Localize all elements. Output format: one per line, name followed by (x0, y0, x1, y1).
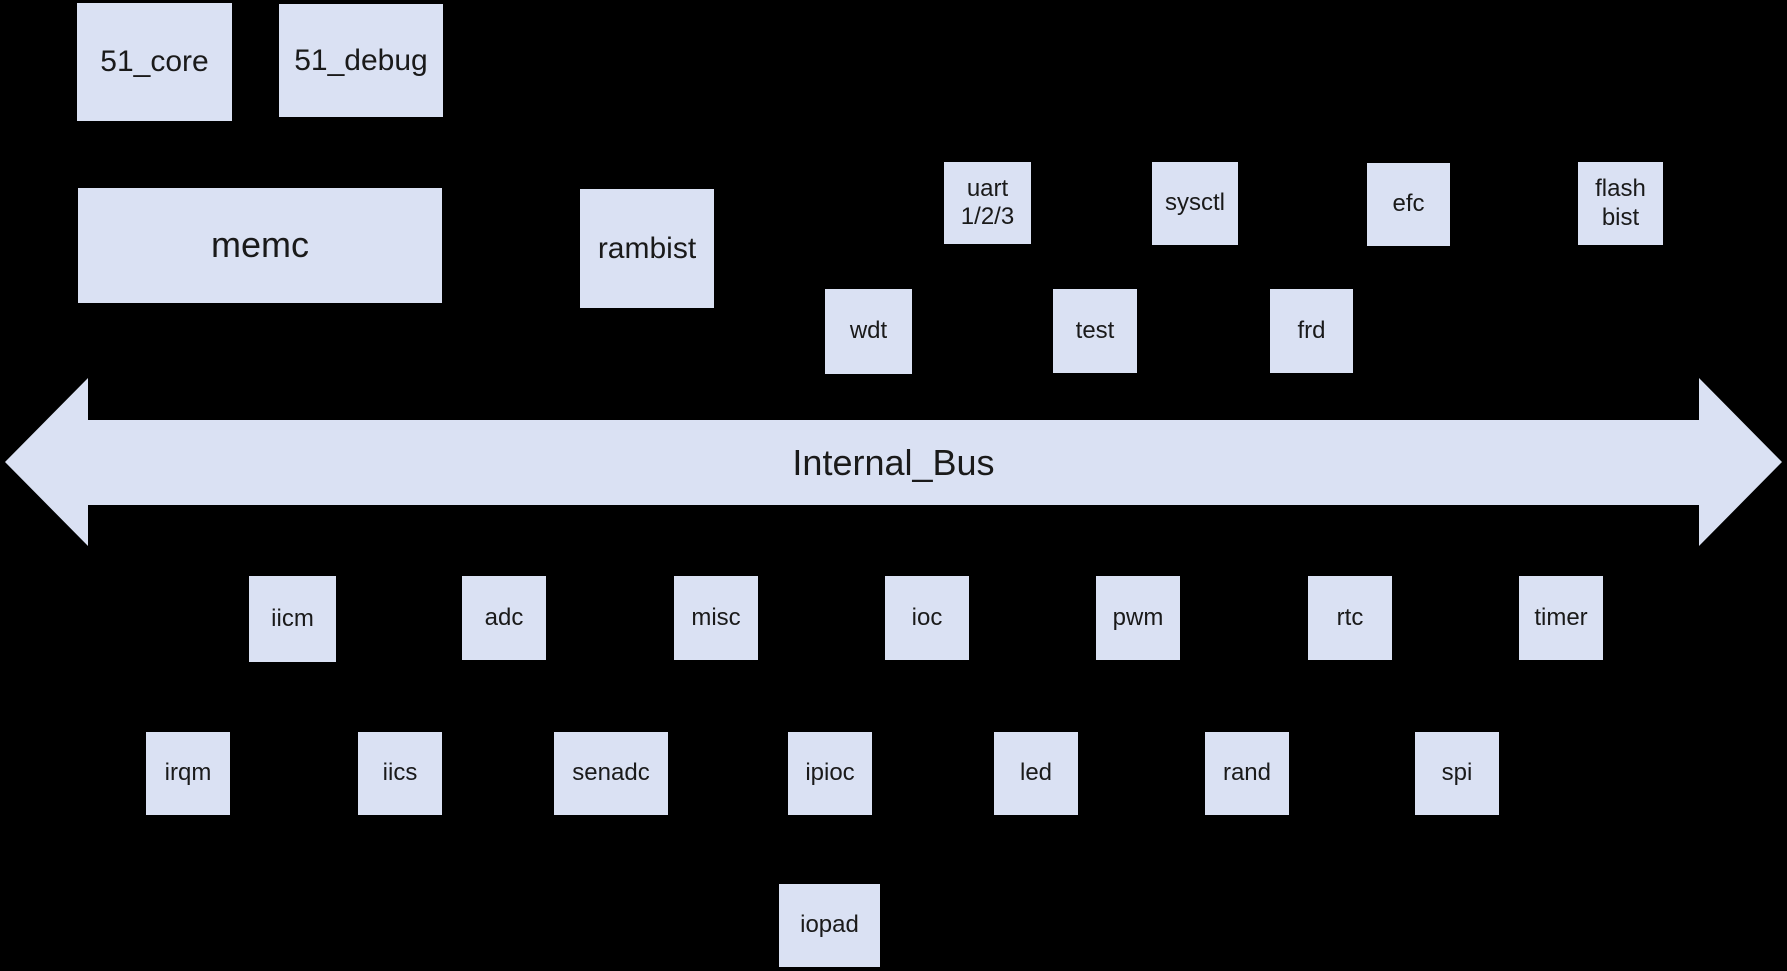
block-iopad: iopad (779, 884, 880, 967)
block-misc: misc (674, 576, 758, 660)
block-ioc: ioc (885, 576, 969, 660)
block-51-debug: 51_debug (279, 4, 443, 117)
block-51-core: 51_core (77, 3, 232, 121)
block-uart: uart 1/2/3 (944, 162, 1031, 244)
block-rand: rand (1205, 732, 1289, 815)
block-rtc: rtc (1308, 576, 1392, 660)
block-pwm: pwm (1096, 576, 1180, 660)
block-wdt: wdt (825, 289, 912, 374)
block-led: led (994, 732, 1078, 815)
block-rambist: rambist (580, 189, 714, 308)
block-ipioc: ipioc (788, 732, 872, 815)
block-iicm: iicm (249, 576, 336, 662)
block-memc: memc (78, 188, 442, 303)
block-senadc: senadc (554, 732, 668, 815)
block-flash-bist: flash bist (1578, 162, 1663, 245)
block-adc: adc (462, 576, 546, 660)
block-timer: timer (1519, 576, 1603, 660)
internal-bus-label: Internal_Bus (792, 441, 995, 483)
block-test: test (1053, 289, 1137, 373)
block-iics: iics (358, 732, 442, 815)
block-spi: spi (1415, 732, 1499, 815)
block-irqm: irqm (146, 732, 230, 815)
block-efc: efc (1367, 163, 1450, 246)
block-frd: frd (1270, 289, 1353, 373)
block-sysctl: sysctl (1152, 162, 1238, 245)
